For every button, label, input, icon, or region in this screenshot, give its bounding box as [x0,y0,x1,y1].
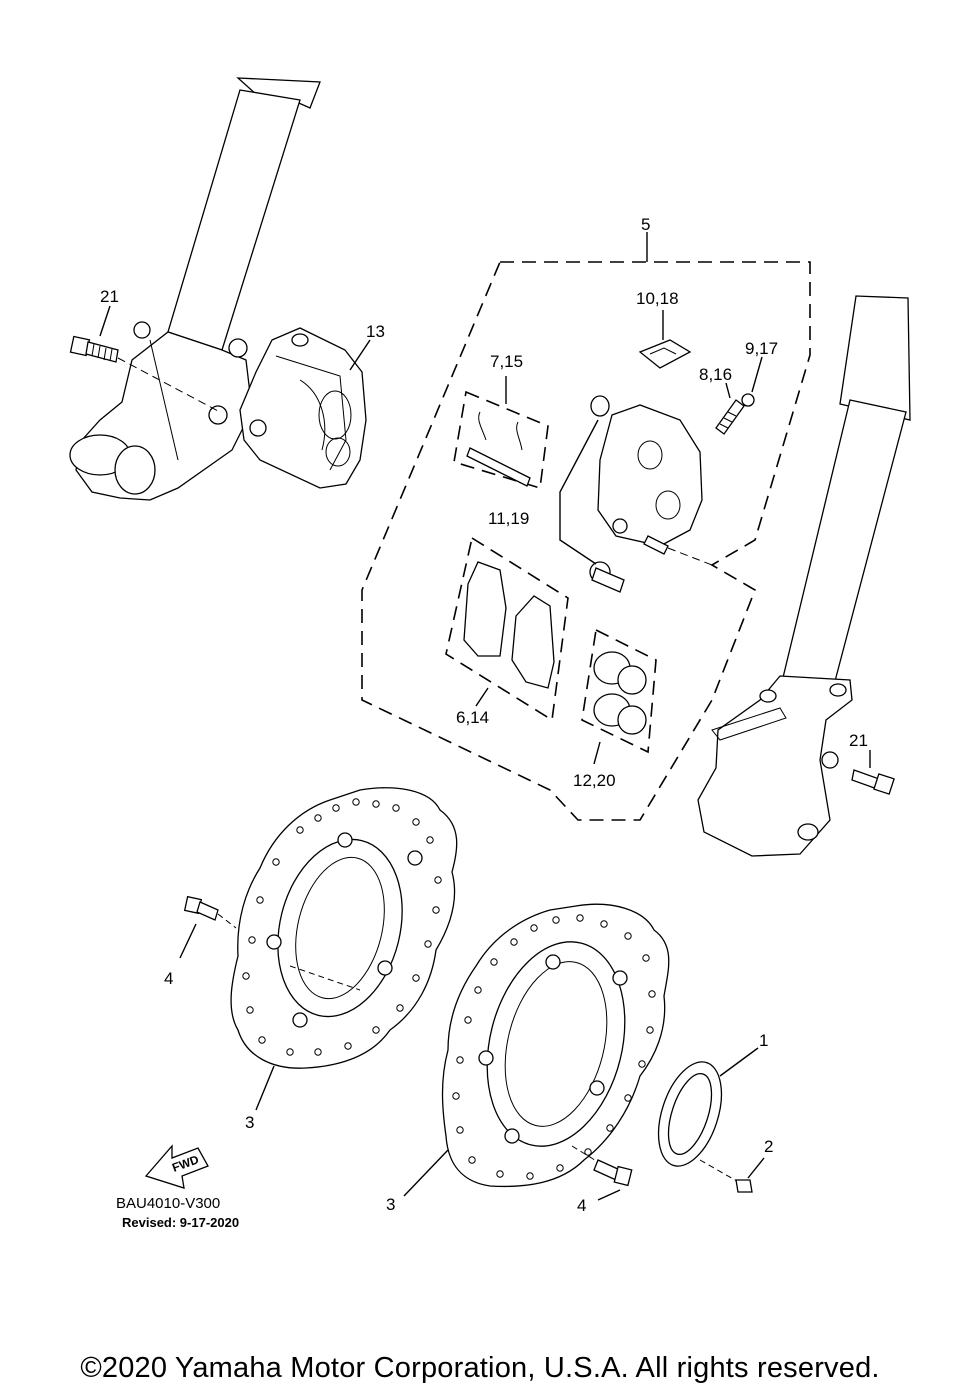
bolt-21-left [69,335,221,413]
callout-7-15: 7,15 [490,352,523,371]
callout-21-right: 21 [849,731,868,750]
callout-3-right: 3 [386,1195,395,1214]
brake-disc-right-3 [441,903,670,1188]
callout-9-17: 9,17 [745,339,778,358]
caliper-assembly-boundary [361,261,811,821]
callout-4-right: 4 [577,1196,586,1215]
bleed-plug-11-19 [559,395,625,593]
disc-bolt-4-right [571,1145,633,1201]
callout-11-19: 11,19 [488,509,529,528]
disc-bolt-4-left [179,895,237,959]
left-fork-leg [69,77,321,501]
pad-spring-10-18 [638,310,692,369]
callout-5: 5 [641,215,650,234]
copyright-footer: ©2020 Yamaha Motor Corporation, U.S.A. A… [80,1352,880,1384]
brake-caliper-assembly-13 [239,327,367,489]
callout-4-left: 4 [164,969,173,988]
brake-disc-left-3 [230,787,458,1069]
revised-date: Revised: 9-17-2020 [122,1215,240,1230]
callout-6-14: 6,14 [456,708,489,727]
callout-labels: 5 10,18 9,17 8,16 7,15 11,19 6,14 12,20 … [100,215,868,1215]
bleed-screw-8-16 [715,382,755,435]
callout-3-left: 3 [245,1113,254,1132]
right-fork-leg [697,295,911,857]
pad-pin-kit-7-15 [453,376,549,490]
screw-2 [699,1157,765,1193]
forward-direction-arrow: FWD [144,1144,209,1189]
bolt-21-right [851,750,895,795]
sensor-rotor-1 [657,1047,759,1167]
diagram-code: BAU4010-V300 [116,1195,221,1212]
callout-13: 13 [366,322,385,341]
caliper-body [597,404,713,566]
callout-1: 1 [759,1031,768,1050]
callout-10-18: 10,18 [636,289,679,308]
callout-12-20: 12,20 [573,771,616,790]
callout-8-16: 8,16 [699,365,732,384]
callout-21-left: 21 [100,287,119,306]
callout-2: 2 [764,1137,773,1156]
brake-pads-6-14 [445,536,569,722]
caliper-pistons-12-20 [581,628,657,765]
exploded-parts-diagram: FWD 5 10,18 9,17 8,16 7,15 11,19 6,14 12… [69,77,911,1215]
